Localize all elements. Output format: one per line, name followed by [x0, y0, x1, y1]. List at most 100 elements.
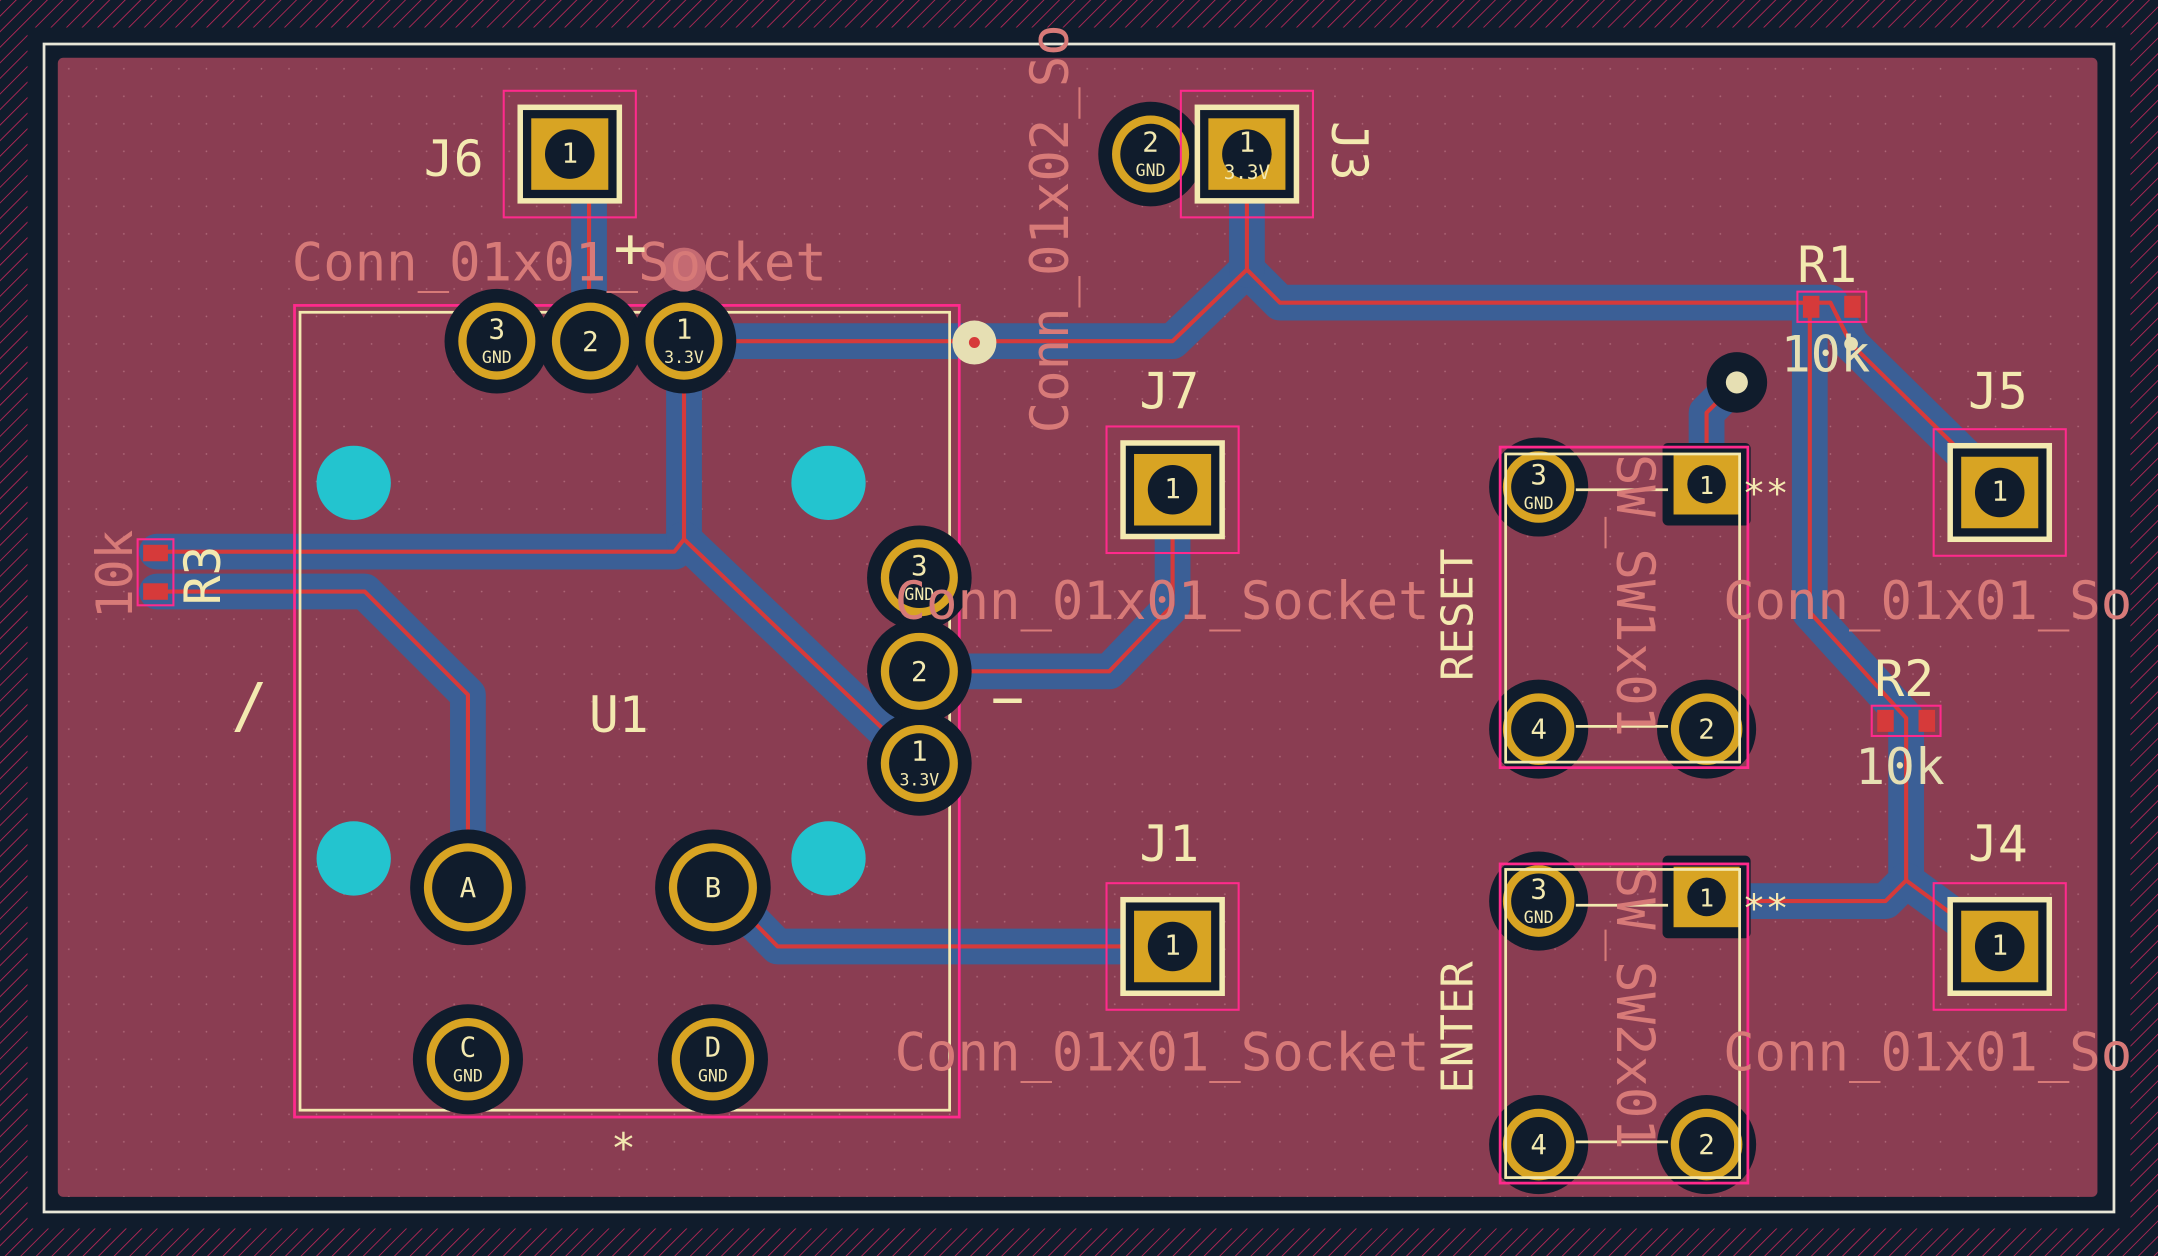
u1-mount-hole: [316, 821, 391, 896]
j7-value: Conn_01x01_Socket: [895, 571, 1430, 632]
j4-value: Conn_01x01_So: [1723, 1022, 2132, 1083]
u1-pad-top-3-net: GND: [482, 348, 512, 367]
j4-pad-1-number: 1: [1991, 930, 2008, 962]
sw2-pad-2[interactable]: 2: [1657, 1095, 1757, 1195]
u1-pad-top-2[interactable]: 2: [538, 288, 643, 394]
j7-pad-1-number: 1: [1164, 473, 1181, 505]
j3-pad-1[interactable]: 1 3.3V: [1179, 89, 1314, 219]
sw2-pad-2-number: 2: [1698, 1129, 1715, 1161]
u1-pad-d[interactable]: D GND: [657, 1004, 768, 1115]
r3-footprint[interactable]: [136, 538, 175, 607]
j5-pad-1-number: 1: [1991, 476, 2008, 508]
j3-pad-2-number: 2: [1142, 126, 1159, 158]
r3-value: 10k: [86, 529, 144, 619]
r1-value: 10k: [1781, 325, 1871, 383]
u1-mount-hole: [791, 821, 866, 896]
sw1-footprint[interactable]: [1498, 445, 1750, 770]
u1-pad-side-1-number: 1: [911, 736, 928, 768]
u1-pad-c-number: C: [460, 1032, 477, 1064]
sw1-pad-1-number: 1: [1699, 471, 1714, 500]
vias[interactable]: [661, 247, 1858, 413]
refdes-r3: R3: [174, 546, 232, 606]
board-outline[interactable]: [42, 42, 2116, 1214]
sw1-pad-2-number: 2: [1698, 714, 1715, 746]
sw1-pad-4[interactable]: 4: [1489, 679, 1589, 779]
sw1-pad-4-number: 4: [1530, 714, 1547, 746]
j7-pad-1[interactable]: 1: [1105, 425, 1240, 555]
track-r1-r2: [1807, 314, 1909, 721]
sw2-pad-1[interactable]: 1: [1662, 855, 1751, 939]
track-j7: [917, 487, 1175, 674]
label-reset: RESET: [1433, 548, 1484, 680]
r1-footprint[interactable]: [1796, 290, 1868, 323]
track-r3-a: [154, 589, 470, 883]
u1-pad-side-1[interactable]: 13.3V: [867, 711, 972, 816]
square-pads[interactable]: 1 1 3.3V 1 1 1 1 1 1: [502, 89, 2067, 1011]
sw2-value: SW_SW2x01: [1604, 867, 1665, 1150]
u1-pad-top-1-net: 3.3V: [664, 348, 704, 367]
j1-pad-1[interactable]: 1: [1105, 882, 1240, 1011]
u1-pad-b[interactable]: B: [655, 829, 771, 946]
refdes-j1: J1: [1140, 815, 1200, 873]
u1-pad-d-net: GND: [698, 1066, 728, 1085]
j6-pad-1[interactable]: 1: [502, 89, 637, 219]
refdes-j6: J6: [424, 130, 484, 188]
j4-pad-1[interactable]: 1: [1932, 882, 2067, 1011]
label-enter: ENTER: [1433, 961, 1484, 1094]
u1-pad-top-1[interactable]: 1 3.3V: [631, 288, 737, 394]
u1-pad-side-3-number: 3: [911, 550, 928, 582]
sw2-marker: **: [1742, 887, 1788, 932]
symbol-plus: +: [614, 216, 647, 280]
j3-pad-1-net: 3.3V: [1224, 161, 1271, 184]
sw1-pad-3-net: GND: [1524, 494, 1554, 513]
sw1-marker: **: [1742, 471, 1788, 516]
refdes-r2: R2: [1874, 650, 1934, 708]
sw2-pad-3-net: GND: [1524, 908, 1554, 927]
u1-mount-hole: [316, 445, 391, 521]
symbol-slash: /: [231, 671, 267, 741]
sw1-courtyard: [1498, 445, 1750, 770]
j3-pad-1-number: 1: [1239, 126, 1256, 158]
via: [1844, 337, 1858, 351]
symbol-star: *: [611, 1124, 636, 1172]
fab-layer-text: Conn_01x01_Socket Conn_01x01_Socket Conn…: [86, 24, 2132, 1149]
j5-pad-1[interactable]: 1: [1932, 428, 2067, 557]
sw1-silkscreen: [1504, 452, 1741, 764]
u1-pad-side-2[interactable]: 2: [867, 619, 972, 724]
track-r2-sw2: [1704, 716, 1909, 904]
refdes-r1: R1: [1797, 236, 1857, 294]
via-ghost: [661, 247, 707, 292]
refdes-j7: J7: [1140, 363, 1200, 421]
sw2-silkscreen: [1504, 868, 1741, 1179]
sw2-pad-4-number: 4: [1530, 1129, 1547, 1161]
refdes-j5: J5: [1968, 363, 2028, 421]
u1-pad-b-number: B: [705, 872, 722, 904]
u1-pad-top-1-number: 1: [676, 313, 693, 345]
sw1-pad-1[interactable]: 1: [1662, 442, 1751, 526]
u1-pad-a-number: A: [460, 872, 477, 904]
r2-footprint[interactable]: [1870, 704, 1942, 738]
sw2-pad-1-number: 1: [1699, 884, 1714, 913]
j1-value: Conn_01x01_Socket: [895, 1022, 1430, 1083]
sw2-footprint[interactable]: [1498, 862, 1750, 1185]
j6-value: Conn_01x01_Socket: [292, 233, 827, 294]
silkscreen-text: J6 J3 J7 J5 J1 J4 R1 R2 10k 10k R3 U1 RE…: [174, 121, 2028, 1172]
j3-pad-2-net: GND: [1136, 161, 1166, 180]
j3-value: Conn_01x02_So: [1020, 24, 1081, 433]
sw2-pad-4[interactable]: 4: [1489, 1095, 1589, 1195]
j1-pad-1-number: 1: [1164, 930, 1181, 962]
u1-pad-top-2-number: 2: [582, 326, 599, 358]
u1-pad-a[interactable]: A: [410, 829, 526, 946]
sw1-pad-2[interactable]: 2: [1657, 679, 1757, 779]
u1-pad-top-3-number: 3: [489, 313, 506, 345]
u1-pad-d-number: D: [705, 1032, 722, 1064]
sw2-courtyard: [1498, 862, 1750, 1185]
